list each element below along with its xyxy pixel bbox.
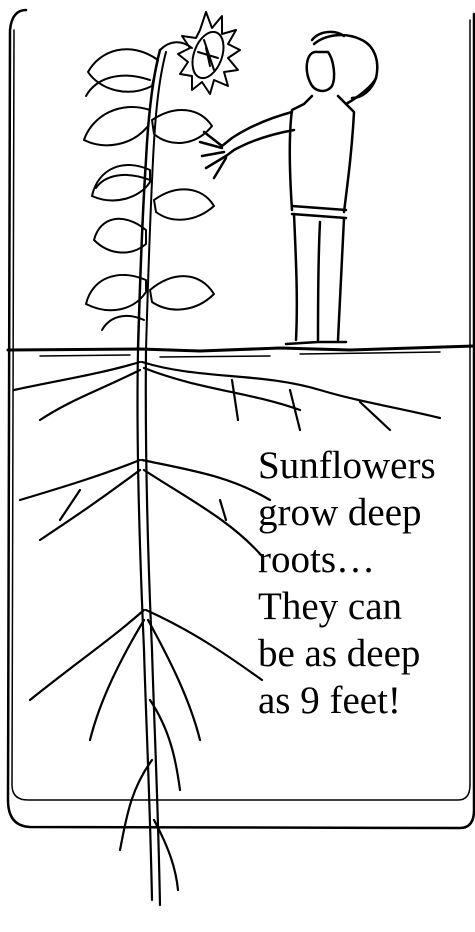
caption-line-5: be as deep [258,630,473,677]
caption-line-4: They can [258,583,473,630]
caption-line-2: grow deep [258,489,473,536]
caption-line-6: as 9 feet! [258,677,473,724]
caption-line-1: Sunflowers [258,442,473,489]
sunflower-head [160,12,240,94]
caption-text: Sunflowers grow deep roots… They can be … [258,442,473,724]
ground-line-shadow [40,352,440,357]
sunflower-leaves [84,49,214,330]
ground-line [8,346,474,351]
caption-line-3: roots… [258,536,473,583]
